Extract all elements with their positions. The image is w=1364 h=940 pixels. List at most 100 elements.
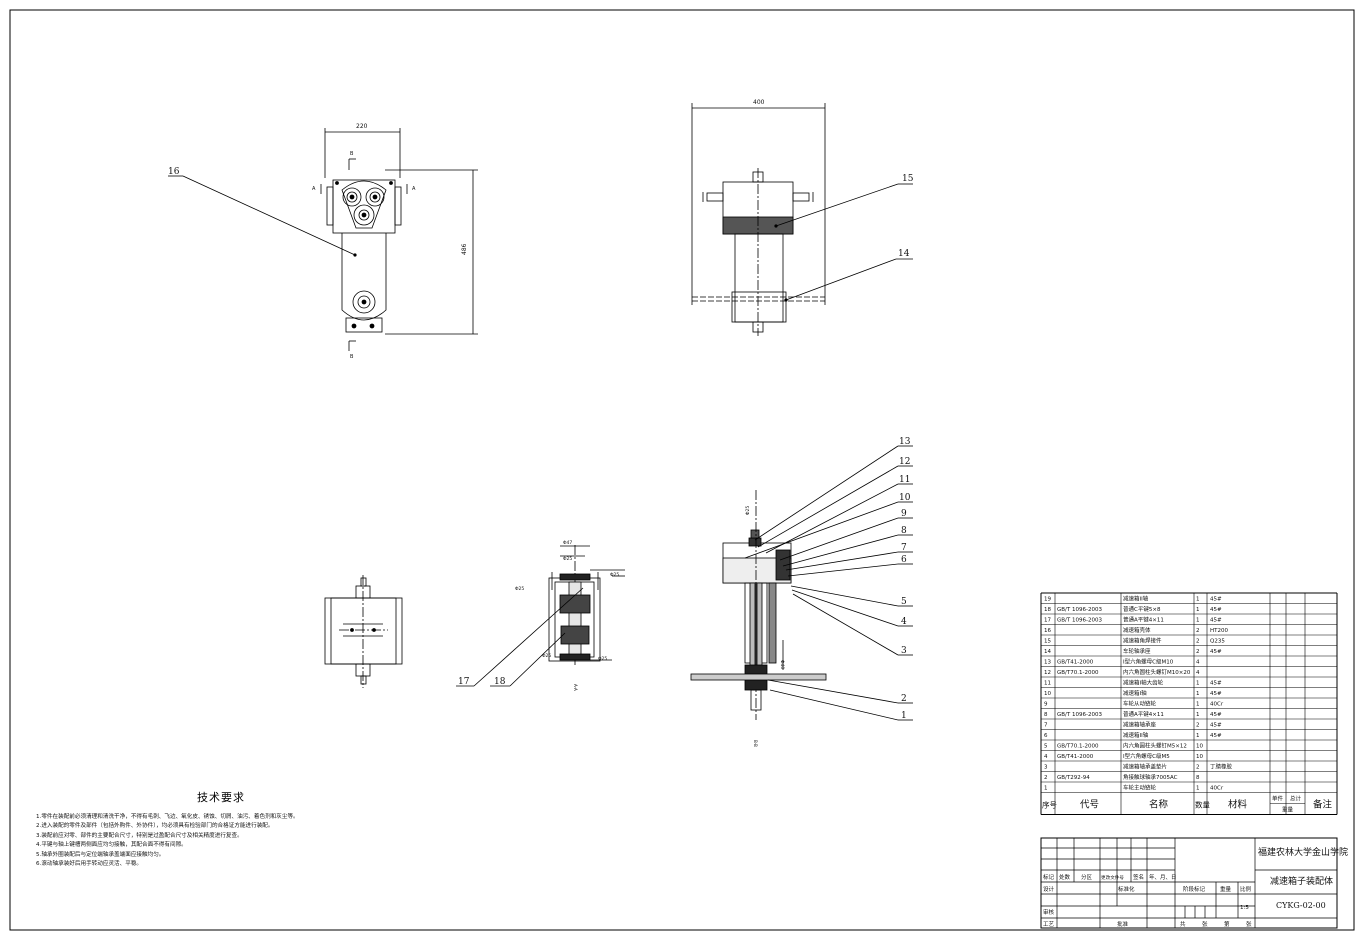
callout-11: 11 — [899, 475, 910, 485]
bom-row-qty: 1 — [1196, 597, 1200, 603]
tb-zone: 分区 — [1081, 873, 1093, 881]
bom-row-no: 8 — [1044, 712, 1048, 718]
svg-text:Φ47: Φ47 — [563, 540, 572, 546]
bom-row-name: 车轮从动链轮 — [1123, 700, 1157, 708]
bom-row-qty: 1 — [1196, 691, 1200, 697]
section-mark-top: B — [350, 151, 354, 157]
bom-row-qty: 4 — [1196, 670, 1200, 676]
bom-row-no: 2 — [1044, 775, 1048, 781]
svg-text:Φ25: Φ25 — [563, 556, 572, 562]
bom-row-name: 普通A平键4×11 — [1123, 710, 1164, 718]
bom-row-qty: 8 — [1196, 775, 1200, 781]
bom-row-qty: 1 — [1196, 712, 1200, 718]
svg-text:Φ40: Φ40 — [779, 660, 785, 669]
tech-line-4: 4.平键与轴上键槽两侧面应均匀接触，其配合面不得有间隙。 — [36, 842, 187, 849]
bom-row-no: 9 — [1044, 702, 1048, 708]
bom-row-name: 普通A平键4×11 — [1123, 616, 1164, 624]
bom-row-name: 内六角圆柱头螺钉M5×12 — [1123, 742, 1187, 750]
view-top-left: 220 486 B B A A — [168, 123, 478, 360]
title-block — [1040, 837, 1338, 929]
callout-1: 1 — [901, 711, 907, 721]
tech-line-1: 1.零件在装配前必须清理和清洗干净，不得有毛刺、飞边、氧化皮、锈蚀、切屑、油污、… — [36, 814, 299, 820]
bom-row-material: 45# — [1210, 733, 1222, 739]
tb-review: 审核 — [1043, 908, 1055, 916]
tb-sheets: 张 — [1202, 920, 1208, 928]
tb-date: 年、月、日 — [1149, 873, 1177, 881]
drawing-number: CYKG-02-00 — [1276, 901, 1326, 910]
bom-row-name: 内六角圆柱头螺钉M10×20 — [1123, 668, 1191, 676]
callout-7: 7 — [901, 543, 907, 553]
bom-row-code: GB/T 1096-2003 — [1057, 712, 1102, 718]
bom-row-no: 3 — [1044, 765, 1048, 771]
bom-row-name: I型六角螺母C级M10 — [1123, 658, 1174, 666]
bom-header-material: 材料 — [1228, 799, 1248, 811]
svg-text:Φ25: Φ25 — [745, 506, 751, 515]
callout-2: 2 — [901, 694, 907, 704]
svg-text:Φ25: Φ25 — [598, 656, 607, 662]
svg-text:Φ25: Φ25 — [610, 572, 619, 578]
side-mark-right: A — [412, 186, 416, 192]
bom-row-code: GB/T41-2000 — [1057, 660, 1094, 666]
tb-sheet: 张 — [1246, 920, 1252, 928]
svg-text:Φ25: Φ25 — [515, 586, 524, 592]
bom-row-name: I型六角螺母C级M5 — [1123, 752, 1170, 760]
bom-header-weight: 重量 — [1282, 806, 1294, 814]
dim-width-left: 220 — [356, 123, 368, 130]
bom-row-name: 减速箱轴承盖垫片 — [1123, 763, 1167, 771]
callout-9: 9 — [901, 509, 907, 519]
tb-scale: 1:5 — [1240, 905, 1249, 911]
bom-row-name: 减速箱I轴 — [1123, 689, 1147, 697]
bom-row-material: 45# — [1210, 649, 1222, 655]
view-section-a: Φ47 Φ25 Φ25 Φ25 Φ25 Φ25 — [456, 540, 625, 687]
tb-weight: 重量 — [1220, 885, 1232, 893]
bom-row-qty: 2 — [1196, 639, 1200, 645]
bom-row-qty: 10 — [1196, 744, 1203, 750]
bom-row-code: GB/T70.1-2000 — [1057, 670, 1099, 676]
tb-no: 第 — [1224, 920, 1230, 928]
bom-header-note: 备注 — [1313, 799, 1333, 811]
bom-row-code: GB/T 1096-2003 — [1057, 618, 1102, 624]
tb-process: 工艺 — [1043, 921, 1055, 928]
bom-row-no: 16 — [1044, 628, 1051, 634]
callout-14: 14 — [898, 249, 910, 259]
bom-header-qty: 数量 — [1195, 800, 1211, 810]
callout-16: 16 — [168, 167, 180, 177]
bom-header-name: 名称 — [1149, 799, 1169, 811]
bom-row-no: 5 — [1044, 744, 1048, 750]
bom-row-name: 减速箱角焊接件 — [1123, 637, 1162, 645]
callout-3: 3 — [901, 646, 907, 656]
tb-count: 处数 — [1059, 873, 1071, 881]
tb-change-doc: 更改文件号 — [1101, 874, 1124, 881]
tech-line-3: 3.装配前应对零、部件的主要配合尺寸，特别是过盈配合尺寸及相关精度进行复查。 — [36, 832, 243, 839]
bom-row-no: 12 — [1044, 670, 1051, 676]
tb-standard: 标准化 — [1118, 885, 1135, 893]
bom-row-no: 6 — [1044, 733, 1048, 739]
callout-5: 5 — [901, 597, 907, 607]
bom-row-name: 减速箱轴承座 — [1123, 721, 1157, 729]
tech-requirements: 技术要求 1.零件在装配前必须清理和清洗干净，不得有毛刺、飞边、氧化皮、锈蚀、切… — [36, 789, 366, 869]
bom-row-material: 45# — [1210, 691, 1222, 697]
bom-row-name: 减速箱壳体 — [1123, 626, 1151, 634]
bom-row-code: GB/T292-94 — [1057, 775, 1090, 781]
bom-row-material: 40Cr — [1210, 702, 1224, 708]
callout-8: 8 — [901, 526, 907, 536]
section-a-label: A-A — [573, 684, 578, 691]
bom-row-name: 普通C平键5×8 — [1123, 605, 1161, 613]
bom-row-name: 角接触球轴承7005AC — [1123, 773, 1178, 781]
bom-row-no: 17 — [1044, 618, 1051, 624]
tb-total: 共 — [1180, 920, 1186, 928]
bom-row-qty: 1 — [1196, 733, 1200, 739]
bom-row-material: 45# — [1210, 618, 1222, 624]
bom-row-name: 减速箱I轴大齿轮 — [1123, 679, 1164, 687]
bom-row-no: 13 — [1044, 660, 1051, 666]
bom-row-name: 车轮轴承座 — [1123, 647, 1151, 655]
bom-row-no: 19 — [1044, 597, 1051, 603]
school-name: 福建农林大学金山学院 — [1258, 846, 1348, 858]
bom-row-no: 14 — [1044, 649, 1051, 655]
tech-line-2: 2.进入装配的零件及部件（包括外购件、外协件），均必须具有检验部门的合格证方能进… — [36, 823, 274, 830]
view-section-b: Φ40 Φ25 — [690, 445, 913, 721]
bom-row-no: 1 — [1044, 786, 1048, 792]
bom-row-no: 15 — [1044, 639, 1051, 645]
bom-row-material: 丁腈橡胶 — [1210, 763, 1233, 771]
